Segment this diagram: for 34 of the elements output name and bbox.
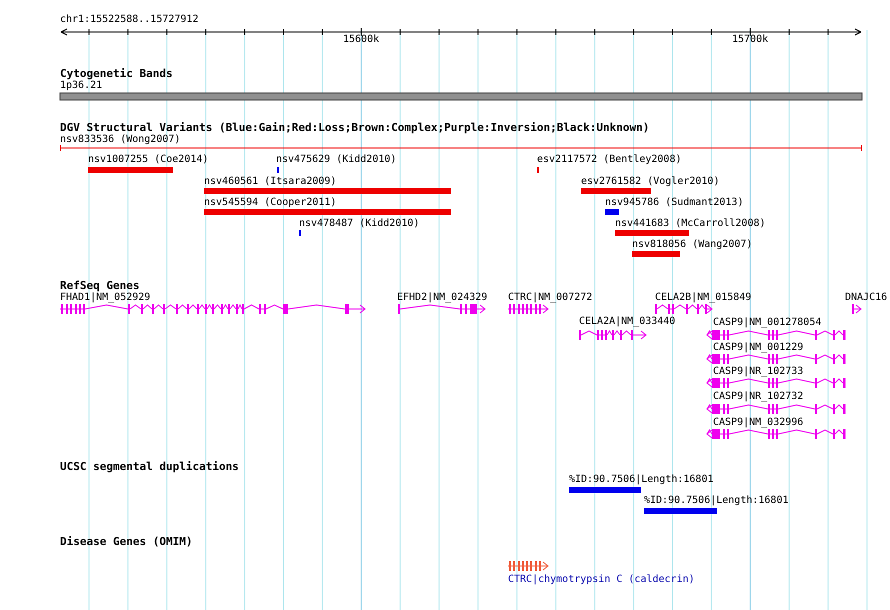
gene-label: CASP9|NM_032996: [713, 417, 804, 429]
feature-label: nsv945786 (Sudmant2013): [605, 197, 744, 209]
gene-label: EFHD2|NM_024329: [397, 292, 488, 304]
gene-label: CASP9|NM_001229: [713, 342, 804, 354]
disease-label: CTRC|chymotrypsin C (caldecrin): [508, 574, 695, 586]
gene-label: CELA2B|NM_015849: [655, 292, 752, 304]
feature-label: esv2117572 (Bentley2008): [537, 154, 682, 166]
track-title: DGV Structural Variants (Blue:Gain;Red:Loss;Brown:Complex;Purple:Inversion;Black:Unknown): [60, 122, 650, 134]
band-label: 1p36.21: [60, 80, 102, 92]
feature-label: nsv545594 (Cooper2011): [204, 197, 336, 209]
feature-label: nsv1007255 (Coe2014): [88, 154, 208, 166]
feature-label: nsv478487 (Kidd2010): [299, 218, 420, 230]
feature-label: nsv818056 (Wang2007): [632, 239, 752, 251]
feature-label: %ID:90.7506|Length:16801: [569, 474, 714, 486]
feature-label: nsv441683 (McCarroll2008): [615, 218, 766, 230]
gene-label: FHAD1|NM_052929: [60, 292, 150, 304]
track-title: Cytogenetic Bands: [60, 68, 173, 80]
track-title: Disease Genes (OMIM): [60, 536, 192, 548]
feature-label: esv2761582 (Vogler2010): [581, 176, 720, 188]
coordinate-label: chr1:15522588..15727912: [60, 14, 198, 26]
gene-label: CASP9|NR_102733: [713, 366, 804, 378]
tick-label: 15700k: [732, 34, 768, 46]
gene-label: DNAJC16: [845, 292, 888, 304]
gene-label: CASP9|NM_001278054: [713, 317, 822, 329]
feature-label: %ID:90.7506|Length:16801: [644, 495, 788, 507]
gene-label: CTRC|NM_007272: [508, 292, 592, 304]
feature-label: nsv833536 (Wong2007): [60, 134, 180, 146]
tick-label: 15600k: [343, 34, 380, 46]
feature-label: nsv460561 (Itsara2009): [204, 176, 336, 188]
track-title: RefSeq Genes: [60, 280, 140, 292]
gene-label: CASP9|NR_102732: [713, 391, 804, 403]
feature-label: nsv475629 (Kidd2010): [276, 154, 396, 166]
track-title: UCSC segmental duplications: [60, 461, 239, 473]
gene-label: CELA2A|NM_033440: [579, 316, 676, 328]
